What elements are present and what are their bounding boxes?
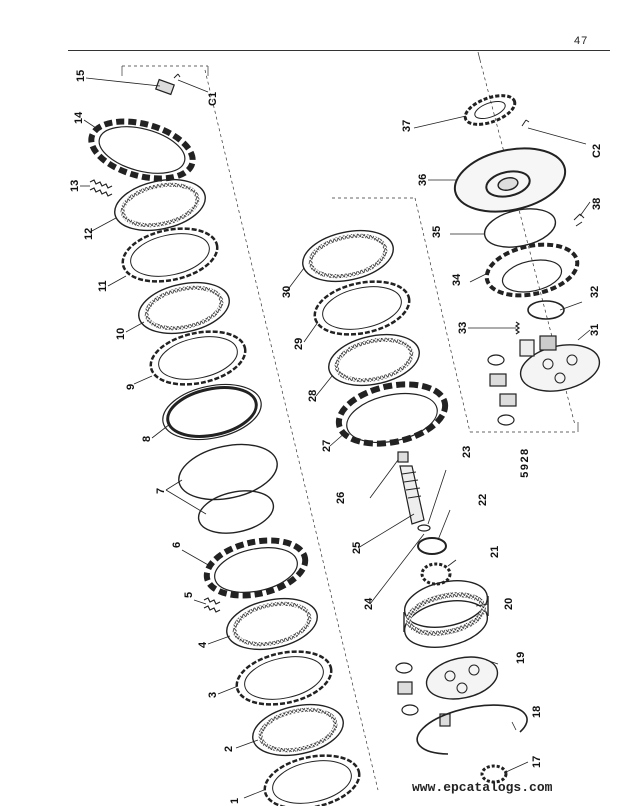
c2-pin [521, 119, 530, 127]
part-14-hub [88, 118, 196, 182]
part-13-springs [89, 179, 113, 197]
callout-38: 38 [591, 198, 603, 210]
callout-c1: C1 [207, 92, 219, 106]
callout-1: 1 [229, 798, 241, 804]
callout-23: 23 [461, 446, 473, 458]
callout-8: 8 [141, 436, 153, 442]
callout-c2: C2 [591, 144, 603, 158]
part-28-friction-disc [328, 333, 420, 387]
callout-4: 4 [197, 641, 209, 648]
callout-32: 32 [589, 286, 601, 298]
part-29-steel-plate [313, 280, 411, 336]
callout-3: 3 [207, 692, 219, 698]
part-19-carrier [425, 656, 499, 700]
part-23-ring [417, 524, 431, 532]
callout-5: 5 [183, 592, 195, 598]
callout-18: 18 [531, 706, 543, 718]
part-26-pin [397, 451, 409, 463]
callout-33: 33 [457, 322, 469, 334]
part-33-spring [514, 321, 521, 335]
part-4-friction-disc [226, 597, 318, 651]
part-12-friction-disc [114, 178, 206, 232]
page-number: 47 [574, 35, 589, 47]
part-18-snap-ring [416, 704, 528, 755]
part-34-housing [484, 242, 580, 298]
callout-labels: 1 2 3 4 5 6 7 8 9 10 11 12 13 14 15 C1 1… [69, 70, 603, 804]
planet-gears-lower [395, 662, 451, 727]
callout-29: 29 [293, 338, 305, 350]
callout-13: 13 [69, 180, 81, 192]
callout-30: 30 [281, 286, 293, 298]
part-38-pins [573, 213, 585, 227]
part-25-shaft [399, 465, 425, 525]
callout-34: 34 [451, 273, 463, 286]
callout-10: 10 [115, 328, 127, 340]
middle-ring-stack [302, 229, 528, 784]
callout-37: 37 [401, 120, 413, 132]
part-6-hub [203, 537, 309, 599]
callout-20: 20 [503, 598, 515, 610]
callout-36: 36 [417, 174, 429, 186]
callout-27: 27 [321, 440, 333, 452]
callout-12: 12 [83, 228, 95, 240]
callout-26: 26 [335, 492, 347, 504]
part-37-bearing [463, 94, 517, 126]
callout-15: 15 [75, 70, 87, 82]
callout-17: 17 [531, 756, 543, 768]
callout-25: 25 [351, 542, 363, 554]
part-17-bearing [480, 764, 508, 784]
part-31-carrier [519, 335, 601, 392]
callout-6: 6 [171, 542, 183, 548]
callout-9: 9 [125, 384, 137, 390]
watermark: www.epcatalogs.com [412, 780, 553, 795]
callout-2: 2 [223, 746, 235, 752]
callout-31: 31 [589, 324, 601, 336]
part-5-springs [203, 597, 221, 613]
leader-lines [80, 77, 591, 799]
part-24-ring [417, 537, 447, 555]
part-36-cover [453, 147, 567, 213]
part-1-steel-plate [263, 754, 361, 806]
left-ring-stack [88, 78, 361, 806]
part-7-seal-rings [178, 443, 278, 534]
part-11-steel-plate [121, 227, 219, 283]
figure-number: 5928 [520, 447, 532, 478]
planet-gears-upper [487, 354, 517, 426]
part-15-block [155, 78, 175, 96]
right-assembly [173, 73, 601, 426]
part-2-friction-disc [252, 703, 344, 757]
part-9-steel-plate [149, 330, 247, 386]
part-10-friction-disc [138, 281, 230, 335]
header-rule [68, 50, 610, 51]
callout-21: 21 [489, 546, 501, 558]
part-3-steel-plate [235, 650, 333, 706]
callout-11: 11 [97, 280, 109, 292]
part-32-o-ring [527, 300, 565, 320]
callout-7: 7 [155, 488, 167, 494]
c1-pin [173, 73, 181, 79]
callout-19: 19 [515, 652, 527, 664]
callout-35: 35 [431, 226, 443, 238]
callout-22: 22 [477, 494, 489, 506]
part-21-bearing [420, 562, 452, 586]
part-30-friction-disc [302, 229, 394, 283]
callout-24: 24 [363, 597, 375, 610]
callout-28: 28 [307, 390, 319, 402]
callout-14: 14 [73, 111, 85, 124]
part-8-piston [162, 383, 262, 441]
part-20-ring-gear [403, 580, 489, 648]
part-27-hub [335, 381, 449, 447]
